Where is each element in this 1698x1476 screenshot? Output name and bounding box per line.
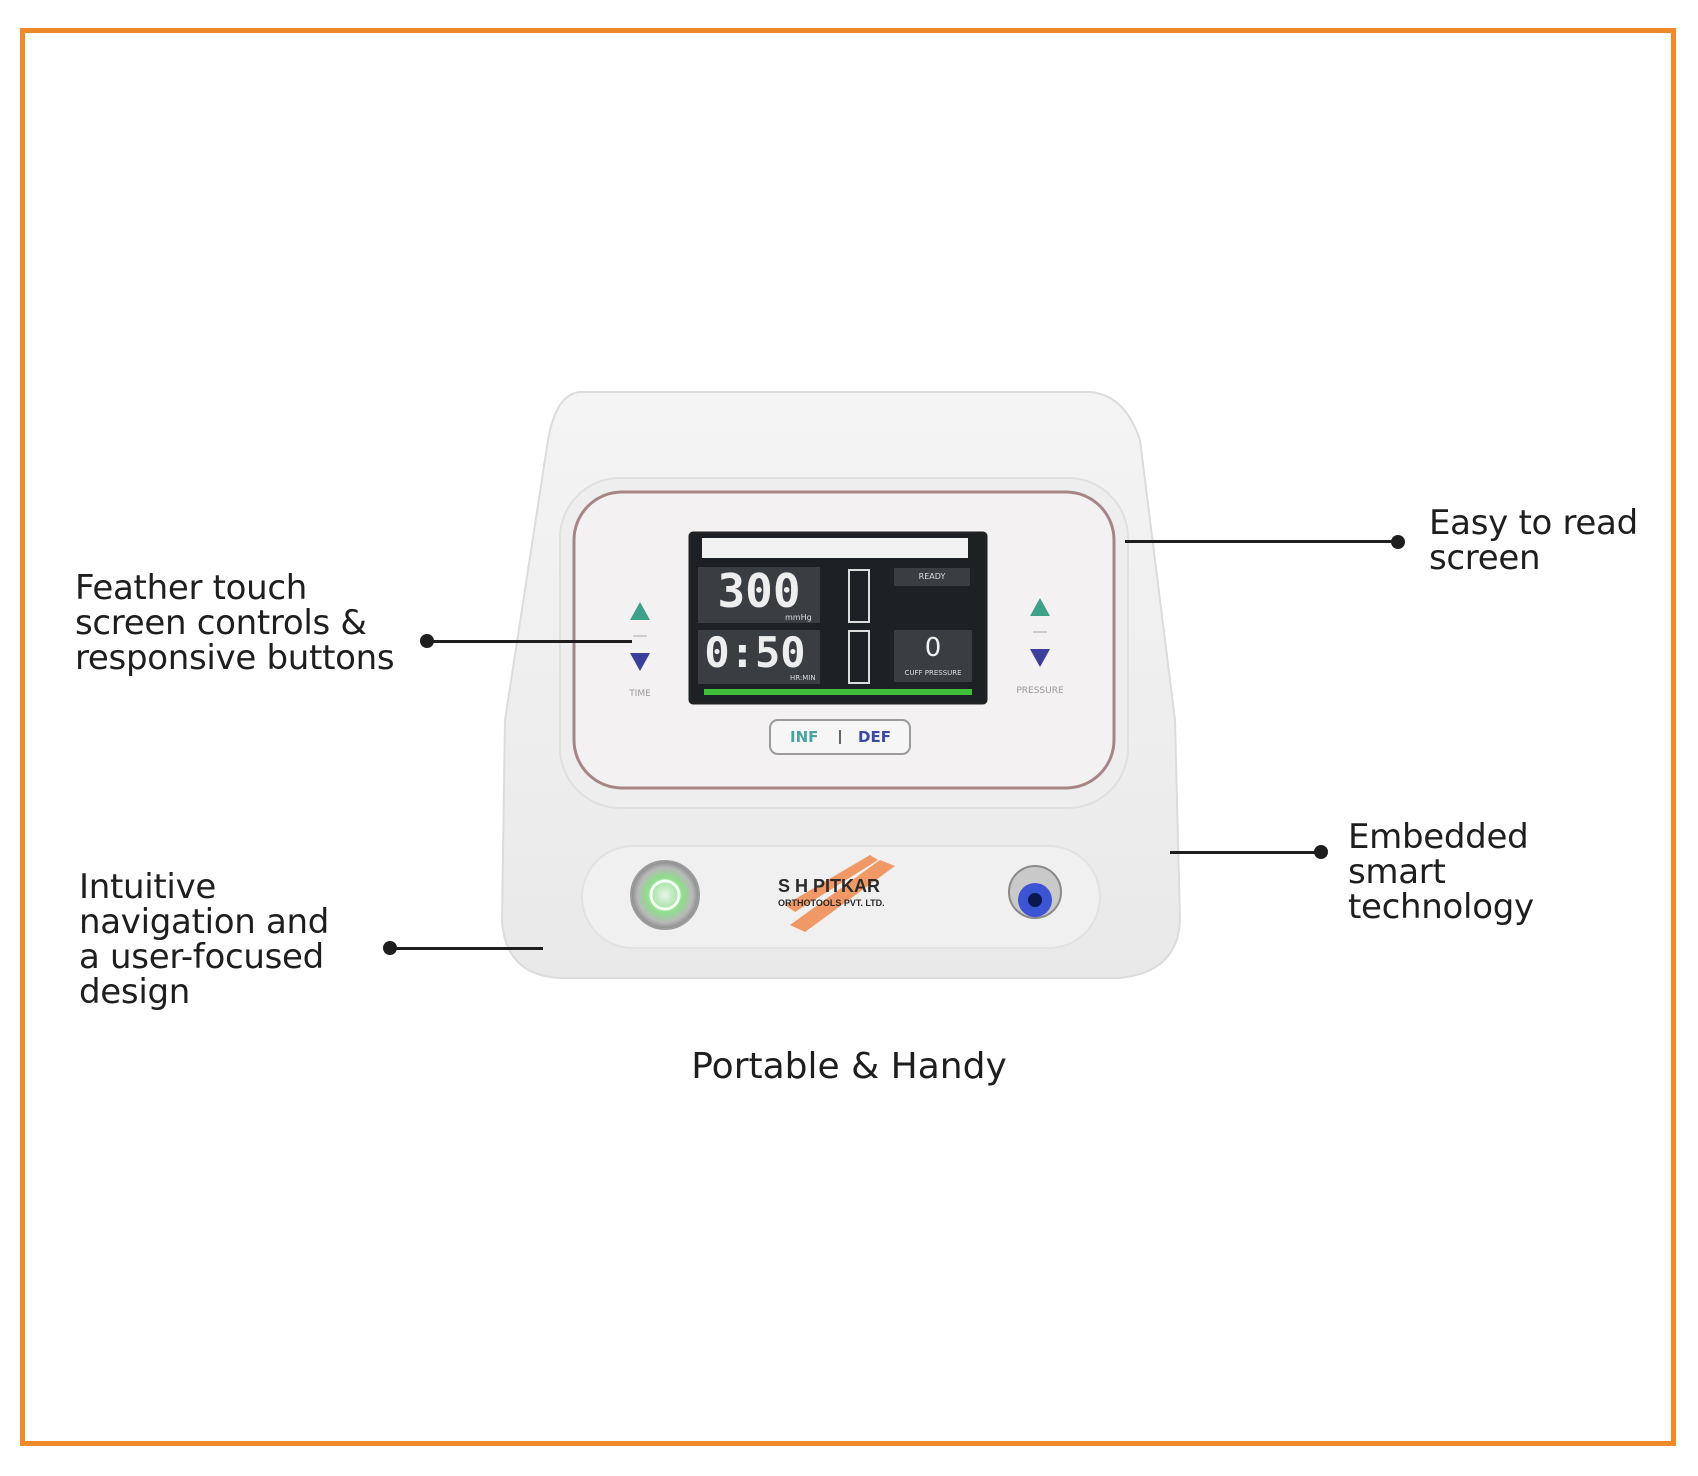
screen-leader-dot xyxy=(1391,535,1405,549)
time-unit: HR:MIN xyxy=(790,674,816,682)
orange-border-frame xyxy=(20,28,1676,1446)
time-up-arrow-icon xyxy=(630,602,650,620)
power-button-icon xyxy=(630,860,700,930)
pressure-down-arrow-icon xyxy=(1030,649,1050,667)
brand-swash xyxy=(785,855,895,932)
inf-label: INF xyxy=(790,728,819,746)
caption-portable-handy: Portable & Handy xyxy=(691,1046,1007,1087)
progress-bar xyxy=(704,689,972,695)
callout-embedded-technology: Embedded smart technology xyxy=(1348,817,1534,927)
time-control-label: TIME xyxy=(629,689,651,699)
pressure-up-arrow-icon xyxy=(1030,598,1050,616)
callout-intuitive-navigation: Intuitive navigation and a user-focused … xyxy=(79,867,330,1012)
status-box xyxy=(894,568,970,586)
time-readout: 0:50 xyxy=(704,628,806,677)
navigation-leader-dot xyxy=(383,941,397,955)
brand-name: S H PITKAR xyxy=(778,876,881,896)
cuff-pressure-label: CUFF PRESSURE xyxy=(904,669,962,677)
pressure-readout-box xyxy=(698,567,820,623)
callout-feather-touch: Feather touch screen controls & responsi… xyxy=(75,568,395,678)
technology-leader-line xyxy=(1170,851,1320,854)
pressure-control-label: PRESSURE xyxy=(1016,686,1064,696)
status-text: READY xyxy=(918,572,946,581)
pressure-readout: 300 xyxy=(717,564,801,618)
time-bar-gauge xyxy=(848,630,870,684)
pressure-bar-gauge xyxy=(848,569,870,623)
navigation-leader-line xyxy=(390,947,543,950)
time-readout-box xyxy=(698,630,820,684)
controls-leader-dot xyxy=(420,634,434,648)
screen-header-bar xyxy=(702,538,968,558)
brand-subtitle: ORTHOTOOLS PVT. LTD. xyxy=(778,898,885,908)
time-down-arrow-icon xyxy=(630,653,650,671)
technology-leader-dot xyxy=(1314,845,1328,859)
controls-leader-line xyxy=(426,640,632,643)
cuff-pressure-box xyxy=(894,630,972,682)
cuff-pressure-value: 0 xyxy=(924,633,942,663)
pressure-unit: mmHg xyxy=(785,613,812,622)
screen-leader-line xyxy=(1125,540,1397,543)
callout-easy-to-read: Easy to read screen xyxy=(1429,503,1638,578)
def-label: DEF xyxy=(858,728,891,746)
